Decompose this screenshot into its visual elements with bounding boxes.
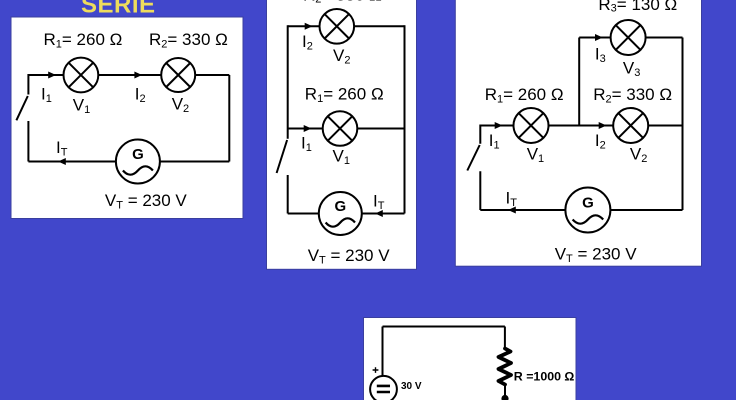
svg-text:G: G [132,146,144,163]
svg-text:30 V: 30 V [401,381,422,392]
svg-text:I2: I2 [595,131,606,152]
svg-text:IT: IT [56,138,68,159]
svg-text:R1= 260 Ω: R1= 260 Ω [44,30,123,51]
svg-text:R1= 260 Ω: R1= 260 Ω [305,85,384,106]
svg-text:I1: I1 [489,131,500,152]
svg-text:I1: I1 [301,134,312,155]
svg-text:I1: I1 [41,85,52,106]
svg-text:IT: IT [506,188,518,209]
svg-text:I2: I2 [302,32,313,53]
svg-text:SÉRIE: SÉRIE [81,0,156,19]
svg-text:R2= 330 Ω: R2= 330 Ω [303,0,382,6]
svg-text:I2: I2 [135,85,146,106]
svg-text:VT = 230 V: VT = 230 V [555,244,638,265]
svg-text:G: G [582,195,594,212]
svg-text:R2= 330 Ω: R2= 330 Ω [149,30,228,51]
svg-text:VT = 230 V: VT = 230 V [308,246,391,267]
svg-text:R3= 130 Ω: R3= 130 Ω [598,0,677,15]
svg-text:R2= 330 Ω: R2= 330 Ω [593,85,672,106]
svg-text:G: G [334,198,346,215]
svg-text:R =1000 Ω: R =1000 Ω [514,369,575,383]
svg-text:R1= 260 Ω: R1= 260 Ω [485,85,564,106]
svg-text:VT = 230 V: VT = 230 V [105,191,188,212]
svg-text:I3: I3 [595,44,606,65]
svg-text:IT: IT [373,192,385,213]
